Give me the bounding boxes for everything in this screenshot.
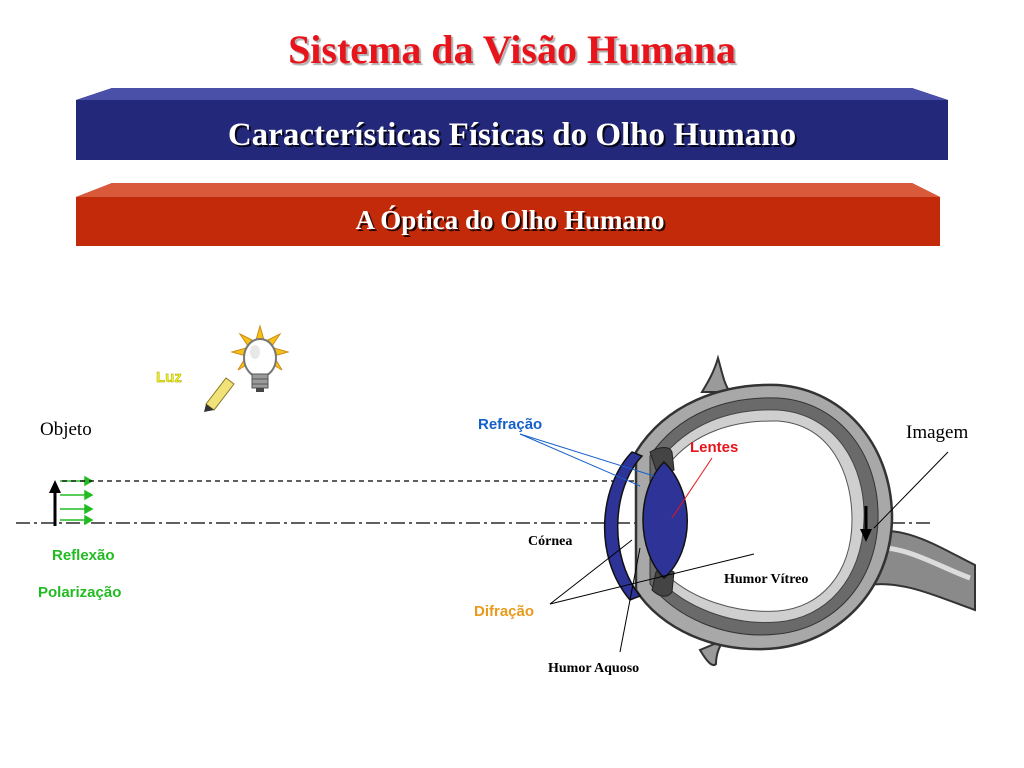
page-title: Sistema da Visão Humana (288, 27, 736, 72)
luz-label: Luz (156, 369, 182, 386)
banner-red-text: A Óptica do Olho Humano (355, 205, 664, 235)
light-bulb-icon (230, 324, 290, 392)
objeto-label: Objeto (40, 419, 92, 440)
refracao-pointer-1 (519, 433, 641, 487)
banner-red: A Óptica do Olho Humano A Óptica do Olho… (76, 183, 940, 246)
banner-blue: Características Físicas do Olho Humano C… (76, 88, 948, 160)
banner-blue-shadow: Características Físicas do Olho Humano (230, 119, 798, 155)
imagem-pointer (873, 451, 949, 529)
reflexao-label: Reflexão (52, 547, 115, 564)
difracao-label: Difração (474, 603, 534, 620)
humor-aquoso-pointer (619, 547, 641, 653)
banner-red-shadow: A Óptica do Olho Humano (357, 207, 666, 237)
humor-aquoso-label: Humor Aquoso (548, 661, 639, 676)
object-arrow (49, 480, 61, 526)
eye-illustration (604, 354, 976, 666)
refracao-label: Refração (478, 416, 542, 433)
lentes-pointer (671, 457, 713, 519)
green-arrows (60, 475, 94, 526)
difracao-pointer-2 (549, 553, 755, 605)
lentes-label: Lentes (690, 439, 738, 456)
refracao-pointer-2 (519, 433, 655, 477)
humor-vitreo-label: Humor Vítreo (724, 572, 808, 587)
difracao-pointer-1 (549, 539, 633, 605)
polarizacao-label: Polarização (38, 584, 121, 601)
cornea-label: Córnea (528, 534, 572, 549)
banner-blue-text: Características Físicas do Olho Humano (228, 117, 796, 153)
imagem-label: Imagem (906, 422, 968, 443)
pointer-pen-icon (204, 377, 235, 412)
